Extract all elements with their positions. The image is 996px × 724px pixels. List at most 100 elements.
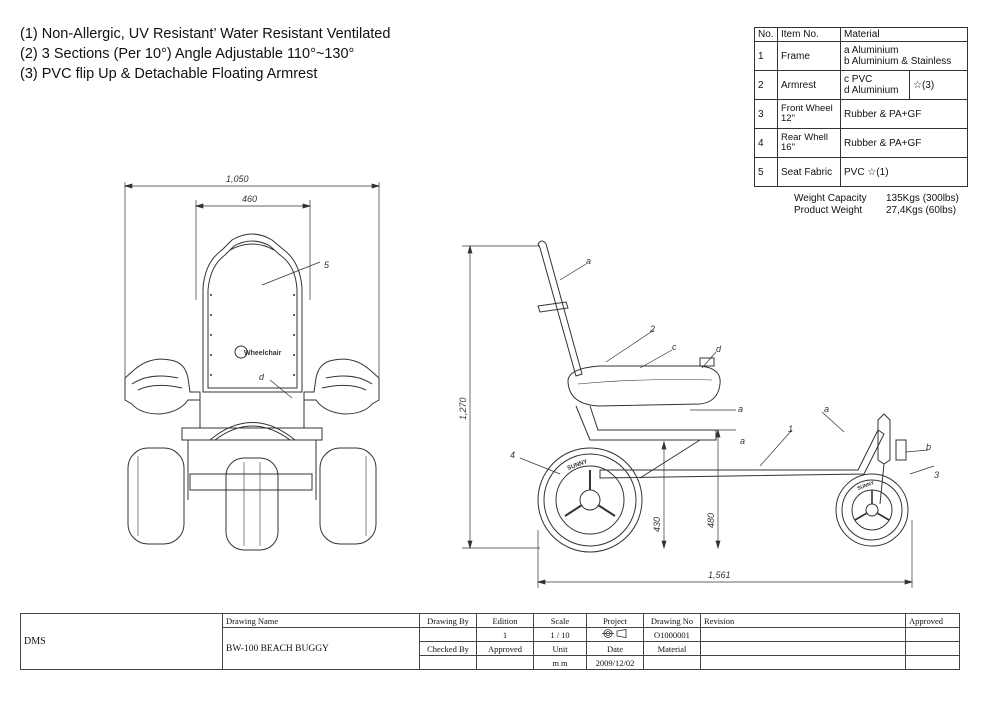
- rear-wheel-left: [127, 447, 185, 545]
- callout-5-leader: [261, 261, 321, 286]
- armrest-clip: [699, 357, 715, 367]
- spec-row: 5 Seat Fabric PVC ☆(1): [754, 157, 968, 187]
- title-block-row: m m 2009/12/02: [21, 655, 960, 670]
- empty-cell: [419, 655, 477, 670]
- material-label: Material: [643, 641, 701, 656]
- front-foot-loop: [209, 422, 296, 441]
- spec-no: 5: [754, 157, 778, 187]
- spec-no: 3: [754, 99, 778, 129]
- company-name: DMS: [20, 613, 223, 670]
- dimension-arm-height: [715, 428, 721, 550]
- side-main-frame: [599, 429, 885, 479]
- logo-text: Wheelchair: [244, 350, 282, 357]
- right-armrest: [303, 358, 380, 415]
- callout-c-leader: [639, 349, 673, 369]
- spec-star-note: ☆(3): [909, 70, 968, 100]
- approved-small-label: Approved: [476, 641, 534, 656]
- front-fork: [879, 463, 885, 505]
- side-push-handle: [537, 301, 569, 313]
- dimension-front-width: [123, 182, 381, 390]
- front-bolt: [895, 439, 907, 461]
- spec-row: 3 Front Wheel 12" Rubber & PA+GF: [754, 99, 968, 129]
- date-label: Date: [586, 641, 644, 656]
- front-wheel-brand: SUNNY: [857, 480, 876, 492]
- empty-cell: [700, 655, 906, 670]
- armrest-seam: [577, 379, 713, 385]
- rivets: [210, 294, 295, 376]
- product-weight-label: Product Weight: [794, 205, 863, 216]
- projection-symbol: [586, 627, 644, 642]
- product-weight-value: 27,4Kgs (60lbs): [886, 205, 957, 216]
- dimension-seat-width-label: 460: [242, 194, 257, 204]
- callout-3-leader: [909, 465, 935, 475]
- drawing-no-value: O1000001: [643, 627, 701, 642]
- spec-material-line: c PVC: [844, 74, 873, 85]
- scale-value: 1 / 10: [533, 627, 587, 642]
- spec-material: a Aluminium b Aluminium & Stainless: [840, 41, 968, 71]
- feature-note-1: (1) Non-Allergic, UV Resistant’ Water Re…: [20, 26, 391, 42]
- spec-material-line: b Aluminium & Stainless: [844, 56, 952, 67]
- dimension-seat-height-label: 430: [652, 517, 662, 532]
- revision-label: Revision: [700, 613, 906, 628]
- title-block: DMS Drawing Name Drawing By Edition Scal…: [20, 613, 960, 670]
- wheelchair-logo-icon: [234, 345, 248, 359]
- spec-row: 2 Armrest c PVC d Aluminium ☆(3): [754, 70, 968, 100]
- spec-material: Rubber & PA+GF: [840, 99, 968, 129]
- empty-cell: [905, 655, 960, 670]
- dimension-length: [536, 520, 914, 588]
- side-armrest-pad: [567, 365, 721, 407]
- front-axle-housing: [189, 473, 313, 491]
- dimension-length-label: 1,561: [708, 570, 731, 580]
- material-spec-table: No. Item No. Material 1 Frame a Aluminiu…: [754, 27, 968, 187]
- left-armrest: [124, 358, 201, 415]
- side-backrest-tube: [537, 240, 583, 377]
- drawing-no-label: Drawing No: [643, 613, 701, 628]
- dimension-height-label: 1,270: [458, 397, 468, 420]
- dimension-height: [462, 244, 540, 550]
- drawing-name-label: Drawing Name: [222, 613, 420, 628]
- projection-icon: [602, 629, 627, 638]
- front-seat-fabric: [207, 240, 298, 389]
- callout-a-leader: [559, 263, 587, 281]
- callout-2: 2: [649, 324, 655, 334]
- frame-brace: [639, 439, 701, 479]
- rear-wheel-right: [319, 447, 377, 545]
- side-front-fork-head: [877, 413, 891, 465]
- side-front-wheel: [835, 473, 909, 547]
- rear-wheel-brand: SUNNY: [567, 459, 589, 472]
- date-value: 2009/12/02: [586, 655, 644, 670]
- callout-a: a: [740, 436, 745, 446]
- feature-note-2: (2) 3 Sections (Per 10°) Angle Adjustabl…: [20, 46, 355, 62]
- callout-1-leader: [759, 429, 793, 467]
- feature-note-3: (3) PVC flip Up & Detachable Floating Ar…: [20, 66, 318, 82]
- scale-label: Scale: [533, 613, 587, 628]
- callout-a: a: [586, 256, 591, 266]
- callout-a-leader: [821, 411, 845, 433]
- callout-c: c: [672, 342, 677, 352]
- callout-5: 5: [324, 260, 330, 270]
- unit-label: Unit: [533, 641, 587, 656]
- drawing-name: BW-100 BEACH BUGGY: [222, 627, 420, 670]
- spec-material: PVC ☆(1): [840, 157, 968, 187]
- spec-material-line: a Aluminium: [844, 45, 899, 56]
- edition-label: Edition: [476, 613, 534, 628]
- title-block-row: DMS Drawing Name Drawing By Edition Scal…: [20, 613, 960, 670]
- callout-3: 3: [934, 470, 939, 480]
- side-seat-frame: [575, 405, 717, 441]
- front-view: 1,050 460 Wheelchair 5 d: [123, 174, 381, 551]
- front-backrest-frame: [202, 233, 303, 393]
- empty-cell: [700, 627, 906, 642]
- callout-a: a: [824, 404, 829, 414]
- project-label: Project: [586, 613, 644, 628]
- dimension-arm-height-label: 480: [706, 513, 716, 528]
- callout-d-side: d: [716, 344, 722, 354]
- empty-cell: [905, 641, 960, 656]
- edition-value: 1: [476, 627, 534, 642]
- weight-capacity-value: 135Kgs (300lbs): [886, 193, 959, 204]
- front-wheel: [225, 457, 279, 551]
- spec-item: Seat Fabric: [777, 157, 841, 187]
- weight-capacity-label: Weight Capacity: [794, 193, 867, 204]
- callout-b: b: [926, 442, 931, 452]
- empty-cell: [905, 627, 960, 642]
